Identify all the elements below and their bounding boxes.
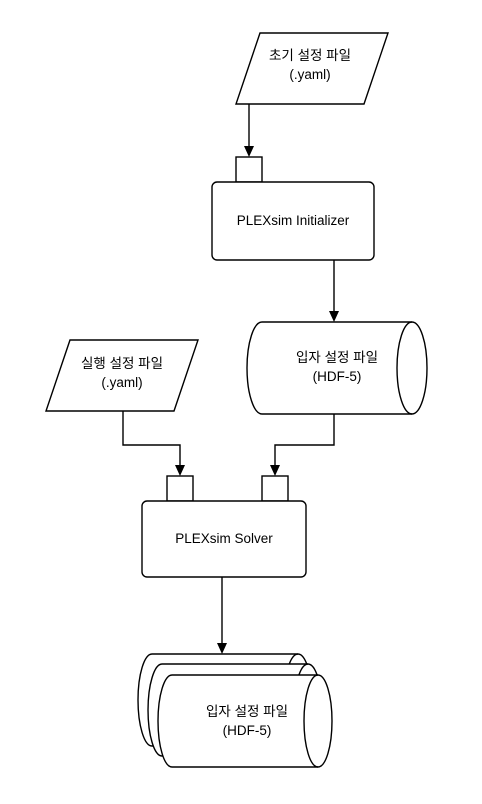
output-label-line2: (HDF-5) <box>223 723 272 738</box>
run-config-node: 실행 설정 파일 (.yaml) <box>45 339 199 412</box>
arrow-init-config-to-initializer <box>244 104 254 157</box>
particle-config-node: 입자 설정 파일 (HDF-5) <box>246 321 428 415</box>
solver-input-port-left <box>166 475 194 502</box>
arrow-initializer-to-particle-config <box>329 260 339 322</box>
run-config-label-line2: (.yaml) <box>101 375 142 390</box>
output-label-line1: 입자 설정 파일 <box>206 704 288 719</box>
initializer-node: PLEXsim Initializer <box>211 181 375 261</box>
init-config-node: 초기 설정 파일 (.yaml) <box>235 32 389 105</box>
particle-config-label-line2: (HDF-5) <box>313 369 362 384</box>
output-cylinder-front <box>157 674 333 768</box>
arrow-run-config-to-solver <box>122 411 185 476</box>
output-particle-config-stack: 입자 설정 파일 (HDF-5) <box>137 653 333 768</box>
initializer-input-port <box>235 156 263 183</box>
arrow-particle-config-to-solver <box>270 414 335 476</box>
run-config-label-line1: 실행 설정 파일 <box>81 356 163 371</box>
solver-input-port-right <box>261 475 289 502</box>
initializer-label: PLEXsim Initializer <box>237 213 350 228</box>
arrow-solver-to-output <box>217 577 227 654</box>
solver-node: PLEXsim Solver <box>141 500 307 578</box>
init-config-label-line2: (.yaml) <box>289 67 330 82</box>
solver-label: PLEXsim Solver <box>175 531 273 546</box>
init-config-label-line1: 초기 설정 파일 <box>269 48 351 63</box>
particle-config-label-line1: 입자 설정 파일 <box>296 350 378 365</box>
